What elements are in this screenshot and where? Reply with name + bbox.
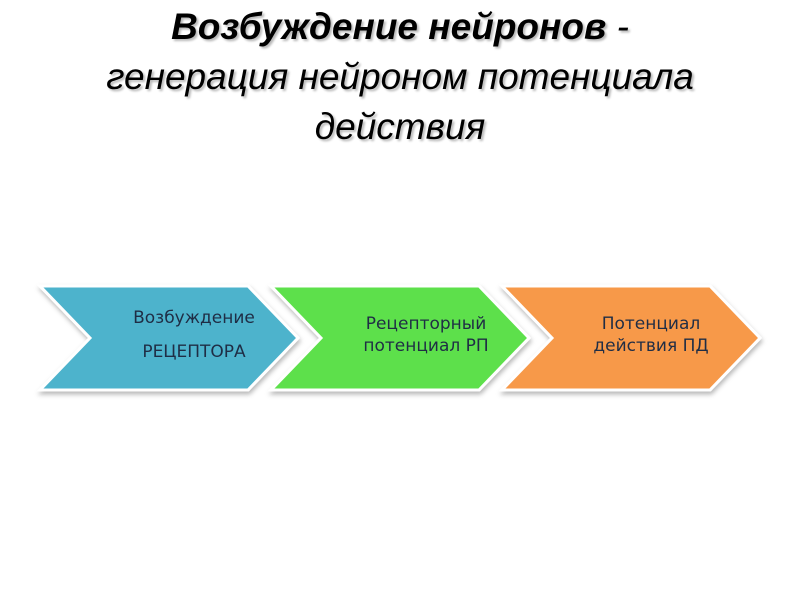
step-3-line-2: действия ПД — [593, 336, 709, 356]
chevron-step-2 — [267, 284, 532, 392]
step-1-label: Возбуждение РЕЦЕПТОРА — [104, 307, 284, 363]
process-chevron-diagram: Возбуждение РЕЦЕПТОРА Рецепторный потенц… — [36, 282, 766, 394]
step-3-line-1: Потенциал — [601, 314, 701, 334]
slide-title: Возбуждение нейронов - генерация нейроно… — [0, 2, 800, 152]
chevron-step-1 — [36, 284, 301, 392]
chevron-shapes — [36, 284, 763, 392]
title-dash: - — [606, 6, 629, 47]
title-line-3: действия — [314, 106, 486, 147]
chevron-step-3 — [498, 284, 763, 392]
step-2-label: Рецепторный потенциал РП — [336, 313, 516, 357]
step-2-line-2: потенциал РП — [363, 336, 489, 356]
step-2-line-1: Рецепторный — [365, 314, 487, 334]
title-line-2: генерация нейроном потенциала — [106, 56, 694, 97]
step-1-line-2: РЕЦЕПТОРА — [142, 342, 246, 362]
title-line-1: Возбуждение нейронов - — [0, 2, 800, 52]
step-3-label: Потенциал действия ПД — [561, 313, 741, 357]
title-bold-part: Возбуждение нейронов — [171, 6, 607, 47]
step-1-line-1: Возбуждение — [133, 308, 255, 328]
